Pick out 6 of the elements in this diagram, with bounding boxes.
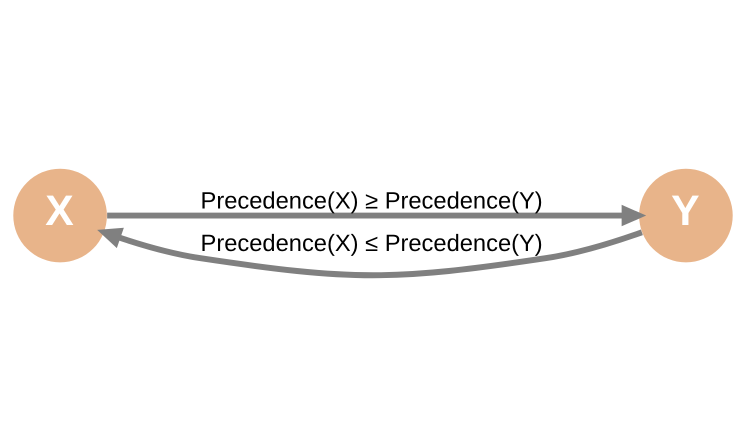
- edge-label: Precedence(X) ≤ Precedence(Y): [200, 231, 543, 258]
- arrow: [107, 204, 646, 226]
- arrow: [97, 228, 643, 278]
- node-circle: Y: [639, 168, 733, 262]
- node-circle: X: [13, 168, 107, 262]
- edge-label: Precedence(X) ≥ Precedence(Y): [200, 188, 543, 214]
